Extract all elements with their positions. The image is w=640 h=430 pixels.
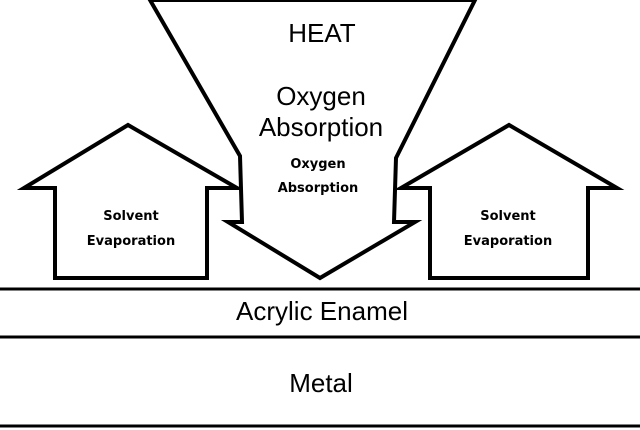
heat-down-arrow	[147, 0, 478, 281]
left-arrow-label-line2: Evaporation	[87, 234, 175, 249]
heat-down-arrow-shape	[147, 0, 478, 281]
left-arrow-label-line1: Solvent	[103, 209, 159, 224]
metal-label: Metal	[289, 368, 353, 398]
left-up-arrow-shape	[16, 122, 245, 280]
right-arrow-label-line2: Evaporation	[464, 234, 552, 249]
oxygen-label-large-line2: Absorption	[259, 112, 383, 142]
oxygen-label-small-line1: Oxygen	[290, 157, 345, 172]
left-solvent-evaporation-arrow: Solvent Evaporation	[16, 122, 245, 280]
right-arrow-label-line1: Solvent	[480, 209, 536, 224]
right-solvent-evaporation-arrow: Solvent Evaporation	[393, 122, 625, 280]
oxygen-label-small-line2: Absorption	[278, 181, 359, 196]
oxygen-label-large-line1: Oxygen	[276, 81, 366, 111]
heat-label: HEAT	[288, 18, 356, 48]
right-up-arrow-shape	[393, 122, 625, 280]
acrylic-enamel-label: Acrylic Enamel	[236, 296, 408, 326]
